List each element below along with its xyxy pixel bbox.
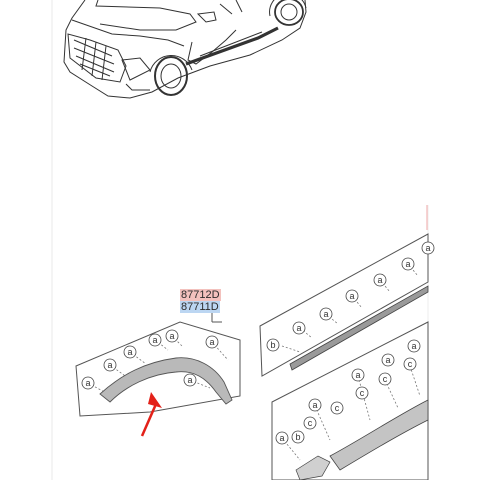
part-number-87712d: 87712D — [180, 289, 221, 301]
clip-label-a: a — [385, 355, 390, 365]
red-arrow-indicator — [140, 392, 162, 437]
clip-label-a: a — [279, 433, 284, 443]
clip-label-a: a — [85, 378, 90, 388]
clip-label-c: c — [360, 388, 365, 398]
clip-label-a: a — [152, 335, 157, 345]
clip-label-a: a — [377, 275, 382, 285]
clip-label-a: a — [425, 243, 430, 253]
clip-label-c: c — [383, 374, 388, 384]
clip-label-b: b — [270, 340, 275, 350]
wheel-arch-molding — [99, 357, 233, 405]
clip-label-b: b — [295, 432, 300, 442]
clip-label-a: a — [187, 375, 192, 385]
clip-label-a: a — [312, 400, 317, 410]
clip-label-a: a — [411, 341, 416, 351]
door-molding — [289, 285, 429, 371]
clip-label-a: a — [355, 370, 360, 380]
clip-label-a: a — [209, 337, 214, 347]
clip-label-c: c — [335, 403, 340, 413]
clip-label-a: a — [323, 309, 328, 319]
wheel-arch-panel: a a a a a a a — [75, 321, 241, 417]
clip-label-c: c — [408, 359, 413, 369]
rocker-molding — [329, 399, 429, 471]
clip-label-a: a — [169, 331, 174, 341]
clip-label-a: a — [296, 323, 301, 333]
rocker-end-cap — [295, 455, 331, 480]
clip-label-c: c — [308, 418, 313, 428]
clip-label-a: a — [127, 347, 132, 357]
part-number-87711d: 87711D — [180, 301, 220, 313]
clip-label-a: a — [107, 360, 112, 370]
door-molding-panel: b a a a a a a — [259, 233, 435, 377]
clip-label-a: a — [349, 291, 354, 301]
car-illustration — [63, 0, 307, 99]
clip-label-a: a — [405, 259, 410, 269]
rocker-panel-group: a b c a c c a c a c a — [271, 321, 429, 480]
